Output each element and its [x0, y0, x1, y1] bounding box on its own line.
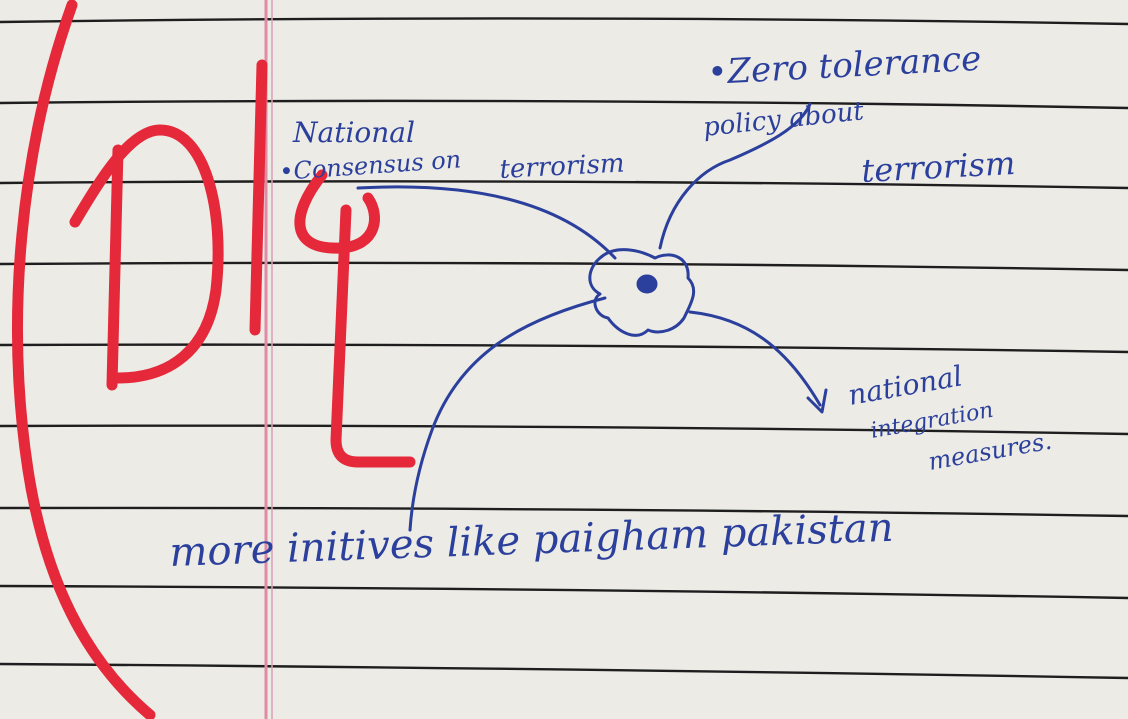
- connector-bottom-initiatives: [408, 296, 607, 532]
- node-consensus-line-2: •Consensus on: [278, 145, 462, 186]
- red-letter-4-foot: [330, 204, 416, 468]
- node-consensus-line-1: National: [292, 116, 415, 149]
- mind-map-connectors: [356, 102, 828, 532]
- connector-zero-tolerance: [658, 102, 812, 250]
- node-consensus-line-3: terrorism: [499, 148, 625, 185]
- red-letter-4-diagonal: [249, 59, 268, 336]
- connector-consensus: [356, 185, 617, 260]
- node-zero-tolerance-line-3: terrorism: [860, 144, 1016, 190]
- red-bracket: [12, 0, 156, 719]
- margin-line: [264, 0, 273, 719]
- red-letter-d-stem: [106, 144, 124, 391]
- node-consensus: National •Consensus on terrorism: [278, 116, 625, 186]
- red-letter-4-bowl: [294, 169, 380, 254]
- connector-integration: [688, 310, 822, 407]
- ruled-lines: [0, 17, 1128, 680]
- node-zero-tolerance: •Zero tolerance policy about terrorism: [702, 39, 1017, 190]
- red-margin-mark: [12, 0, 416, 719]
- node-integration: national integration measures.: [845, 359, 1053, 476]
- node-integration-line-3: measures.: [926, 427, 1054, 476]
- red-letter-d-loop: [69, 124, 224, 384]
- pakistan-map-icon: [588, 248, 696, 337]
- node-zero-tolerance-line-1: •Zero tolerance: [706, 39, 982, 93]
- bottom-initiatives-text: more initives like paigham pakistan: [169, 505, 894, 576]
- node-integration-line-1: national: [845, 359, 964, 412]
- arrowhead-integration: [806, 388, 828, 414]
